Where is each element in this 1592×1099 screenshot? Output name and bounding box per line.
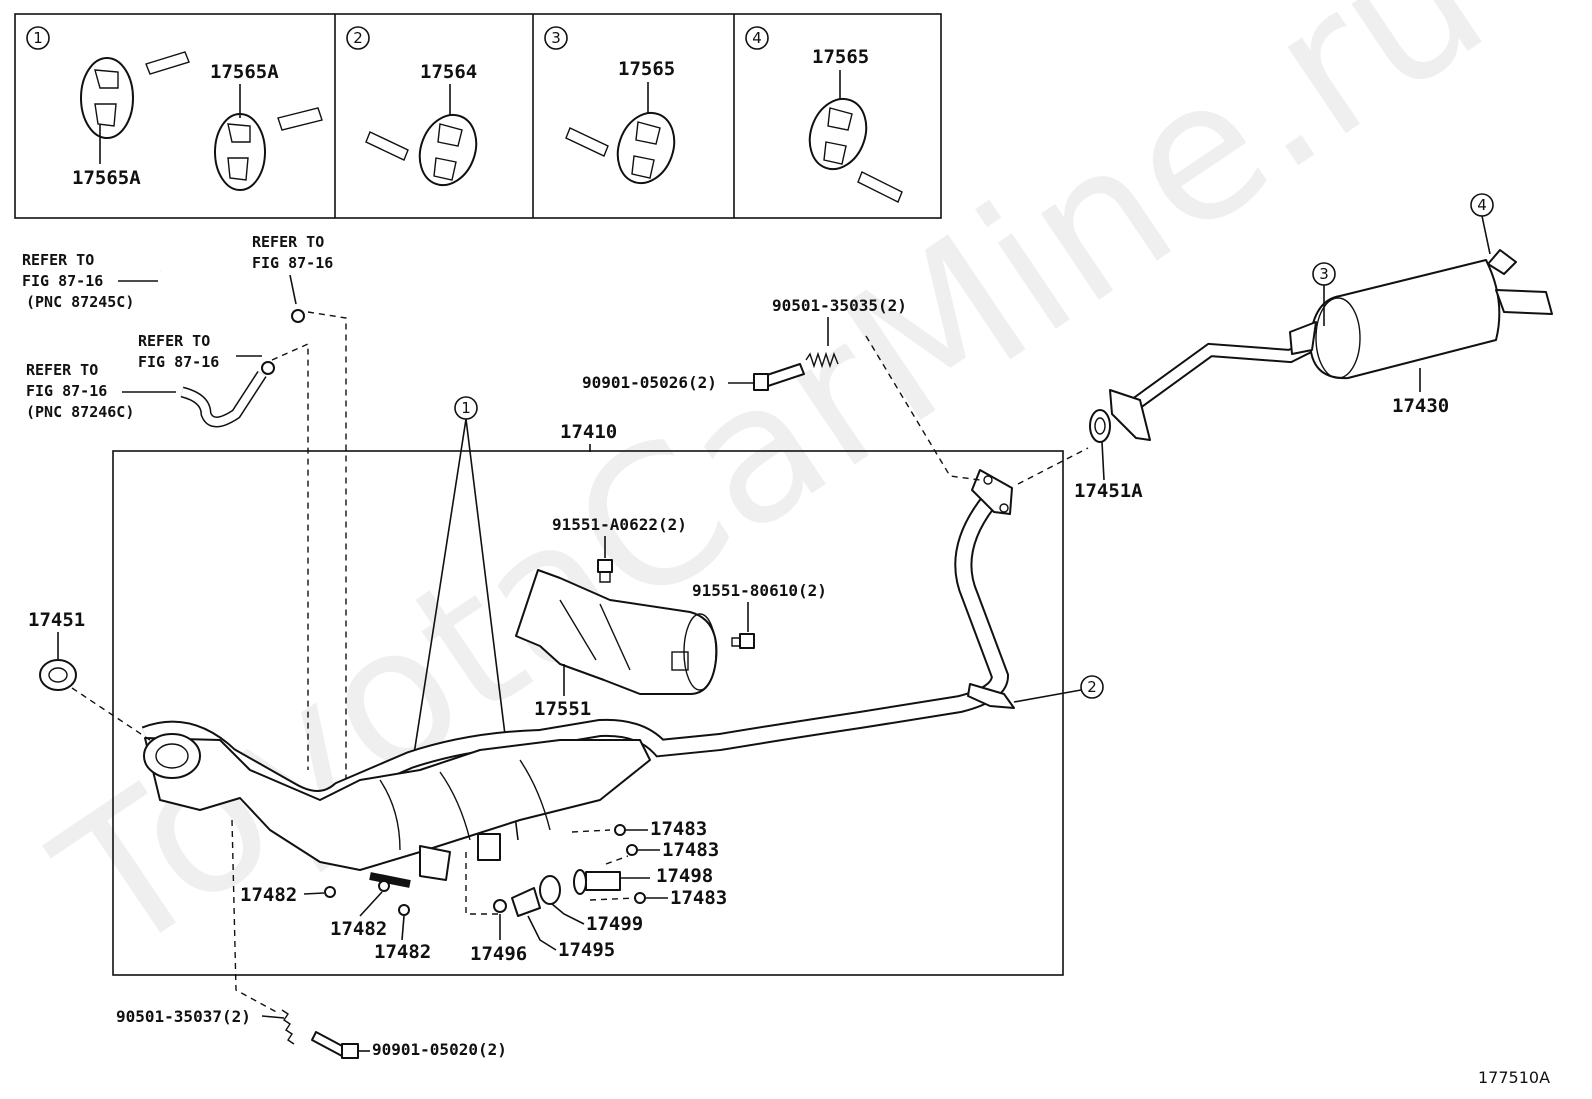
detail-label-17565a-lower: 17565A [72, 167, 141, 189]
svg-text:4: 4 [1477, 196, 1487, 214]
bolt-91551-a0622-icon [597, 559, 613, 583]
label-90901-05026: 90901-05026(2) [582, 373, 717, 392]
clip-17496-icon [493, 899, 507, 913]
label-90501-35037: 90501-35037(2) [116, 1007, 251, 1026]
label-17482-c: 17482 [374, 941, 431, 963]
assembly-17410-boundary [112, 450, 1064, 976]
callout-1: 1 [454, 396, 478, 420]
label-91551-a0622: 91551-A0622(2) [552, 515, 687, 534]
hanger-17565a-right-icon [214, 107, 323, 191]
front-exhaust-pipe-icon [141, 469, 1015, 871]
nut-17483-icon [614, 824, 646, 904]
vacuum-hose-lower-icon [180, 361, 275, 428]
spring-90501-35037-icon [281, 1009, 295, 1045]
label-17483-c: 17483 [670, 887, 727, 909]
hanger-17565-box3-icon [565, 111, 676, 185]
label-91551-80610: 91551-80610(2) [692, 581, 827, 600]
gasket-17499-icon [539, 875, 561, 905]
svg-text:REFER TO: REFER TO [252, 233, 324, 251]
bolt-91551-80610-icon [731, 633, 755, 649]
svg-text:1: 1 [461, 399, 471, 417]
label-17483-b: 17483 [662, 839, 719, 861]
label-17483-a: 17483 [650, 818, 707, 840]
hanger-17564-icon [365, 113, 478, 187]
svg-text:2: 2 [353, 29, 363, 47]
tail-pipe-muffler-17430-icon [1109, 249, 1553, 441]
vacuum-hose-upper-icon [156, 270, 305, 326]
spring-90501-35035-icon [805, 351, 839, 369]
label-90501-35035: 90501-35035(2) [772, 296, 907, 315]
label-17451a: 17451A [1074, 480, 1143, 502]
label-17498: 17498 [656, 865, 713, 887]
detail-label-17564: 17564 [420, 61, 477, 83]
heat-insulator-17551-icon [515, 569, 718, 695]
hanger-17565-box4-icon [808, 97, 903, 203]
svg-text:FIG 87-16: FIG 87-16 [252, 254, 333, 272]
refer-note-lower-clamp: REFER TO FIG 87-16 [138, 332, 262, 371]
svg-text:3: 3 [1319, 265, 1329, 283]
detail-box-2-number: 2 [346, 26, 370, 50]
svg-text:FIG 87-16: FIG 87-16 [26, 382, 107, 400]
detail-label-17565-box4: 17565 [812, 46, 869, 68]
label-17482-a: 17482 [240, 884, 297, 906]
stud-bolt-17482-icon [324, 845, 451, 916]
svg-text:REFER TO: REFER TO [138, 332, 210, 350]
detail-label-17565a-upper: 17565A [210, 61, 279, 83]
label-17496: 17496 [470, 943, 527, 965]
svg-text:REFER TO: REFER TO [22, 251, 94, 269]
bolt-90901-05026-icon [753, 363, 805, 391]
plug-17495-icon [511, 887, 541, 917]
label-17451: 17451 [28, 609, 85, 631]
gasket-17451-icon [39, 659, 77, 691]
callout-4: 4 [1470, 193, 1494, 217]
label-90901-05020: 90901-05020(2) [372, 1040, 507, 1059]
sensor-17498-icon [573, 869, 650, 895]
callout-3: 3 [1312, 262, 1336, 286]
svg-text:2: 2 [1087, 678, 1097, 696]
svg-text:(PNC 87246C): (PNC 87246C) [26, 403, 134, 421]
gasket-17451a-icon [1089, 409, 1111, 443]
refer-note-pnc-87245c: REFER TO FIG 87-16 (PNC 87245C) [22, 251, 158, 311]
label-17482-b: 17482 [330, 918, 387, 940]
svg-text:FIG 87-16: FIG 87-16 [22, 272, 103, 290]
figure-code: 177510A [1478, 1068, 1550, 1087]
svg-text:3: 3 [551, 29, 561, 47]
callout-2: 2 [1080, 675, 1104, 699]
hanger-17565a-left-icon [80, 51, 190, 139]
detail-box-1-number: 1 [26, 26, 50, 50]
bolt-90901-05020-icon [311, 1031, 359, 1059]
svg-text:FIG 87-16: FIG 87-16 [138, 353, 219, 371]
svg-text:4: 4 [752, 29, 762, 47]
label-17495: 17495 [558, 939, 615, 961]
refer-note-upper-clamp: REFER TO FIG 87-16 [252, 233, 333, 305]
detail-box-4-number: 4 [745, 26, 769, 50]
detail-box-3-number: 3 [544, 26, 568, 50]
label-17430: 17430 [1392, 395, 1449, 417]
svg-text:(PNC 87245C): (PNC 87245C) [26, 293, 134, 311]
detail-boxes: 1 17565A 17565A 2 17564 [14, 13, 942, 219]
svg-text:1: 1 [33, 29, 43, 47]
label-17499: 17499 [586, 913, 643, 935]
label-17410: 17410 [560, 421, 617, 443]
label-17551: 17551 [534, 698, 591, 720]
detail-label-17565-box3: 17565 [618, 58, 675, 80]
refer-note-pnc-87246c: REFER TO FIG 87-16 (PNC 87246C) [26, 361, 176, 421]
svg-text:REFER TO: REFER TO [26, 361, 98, 379]
